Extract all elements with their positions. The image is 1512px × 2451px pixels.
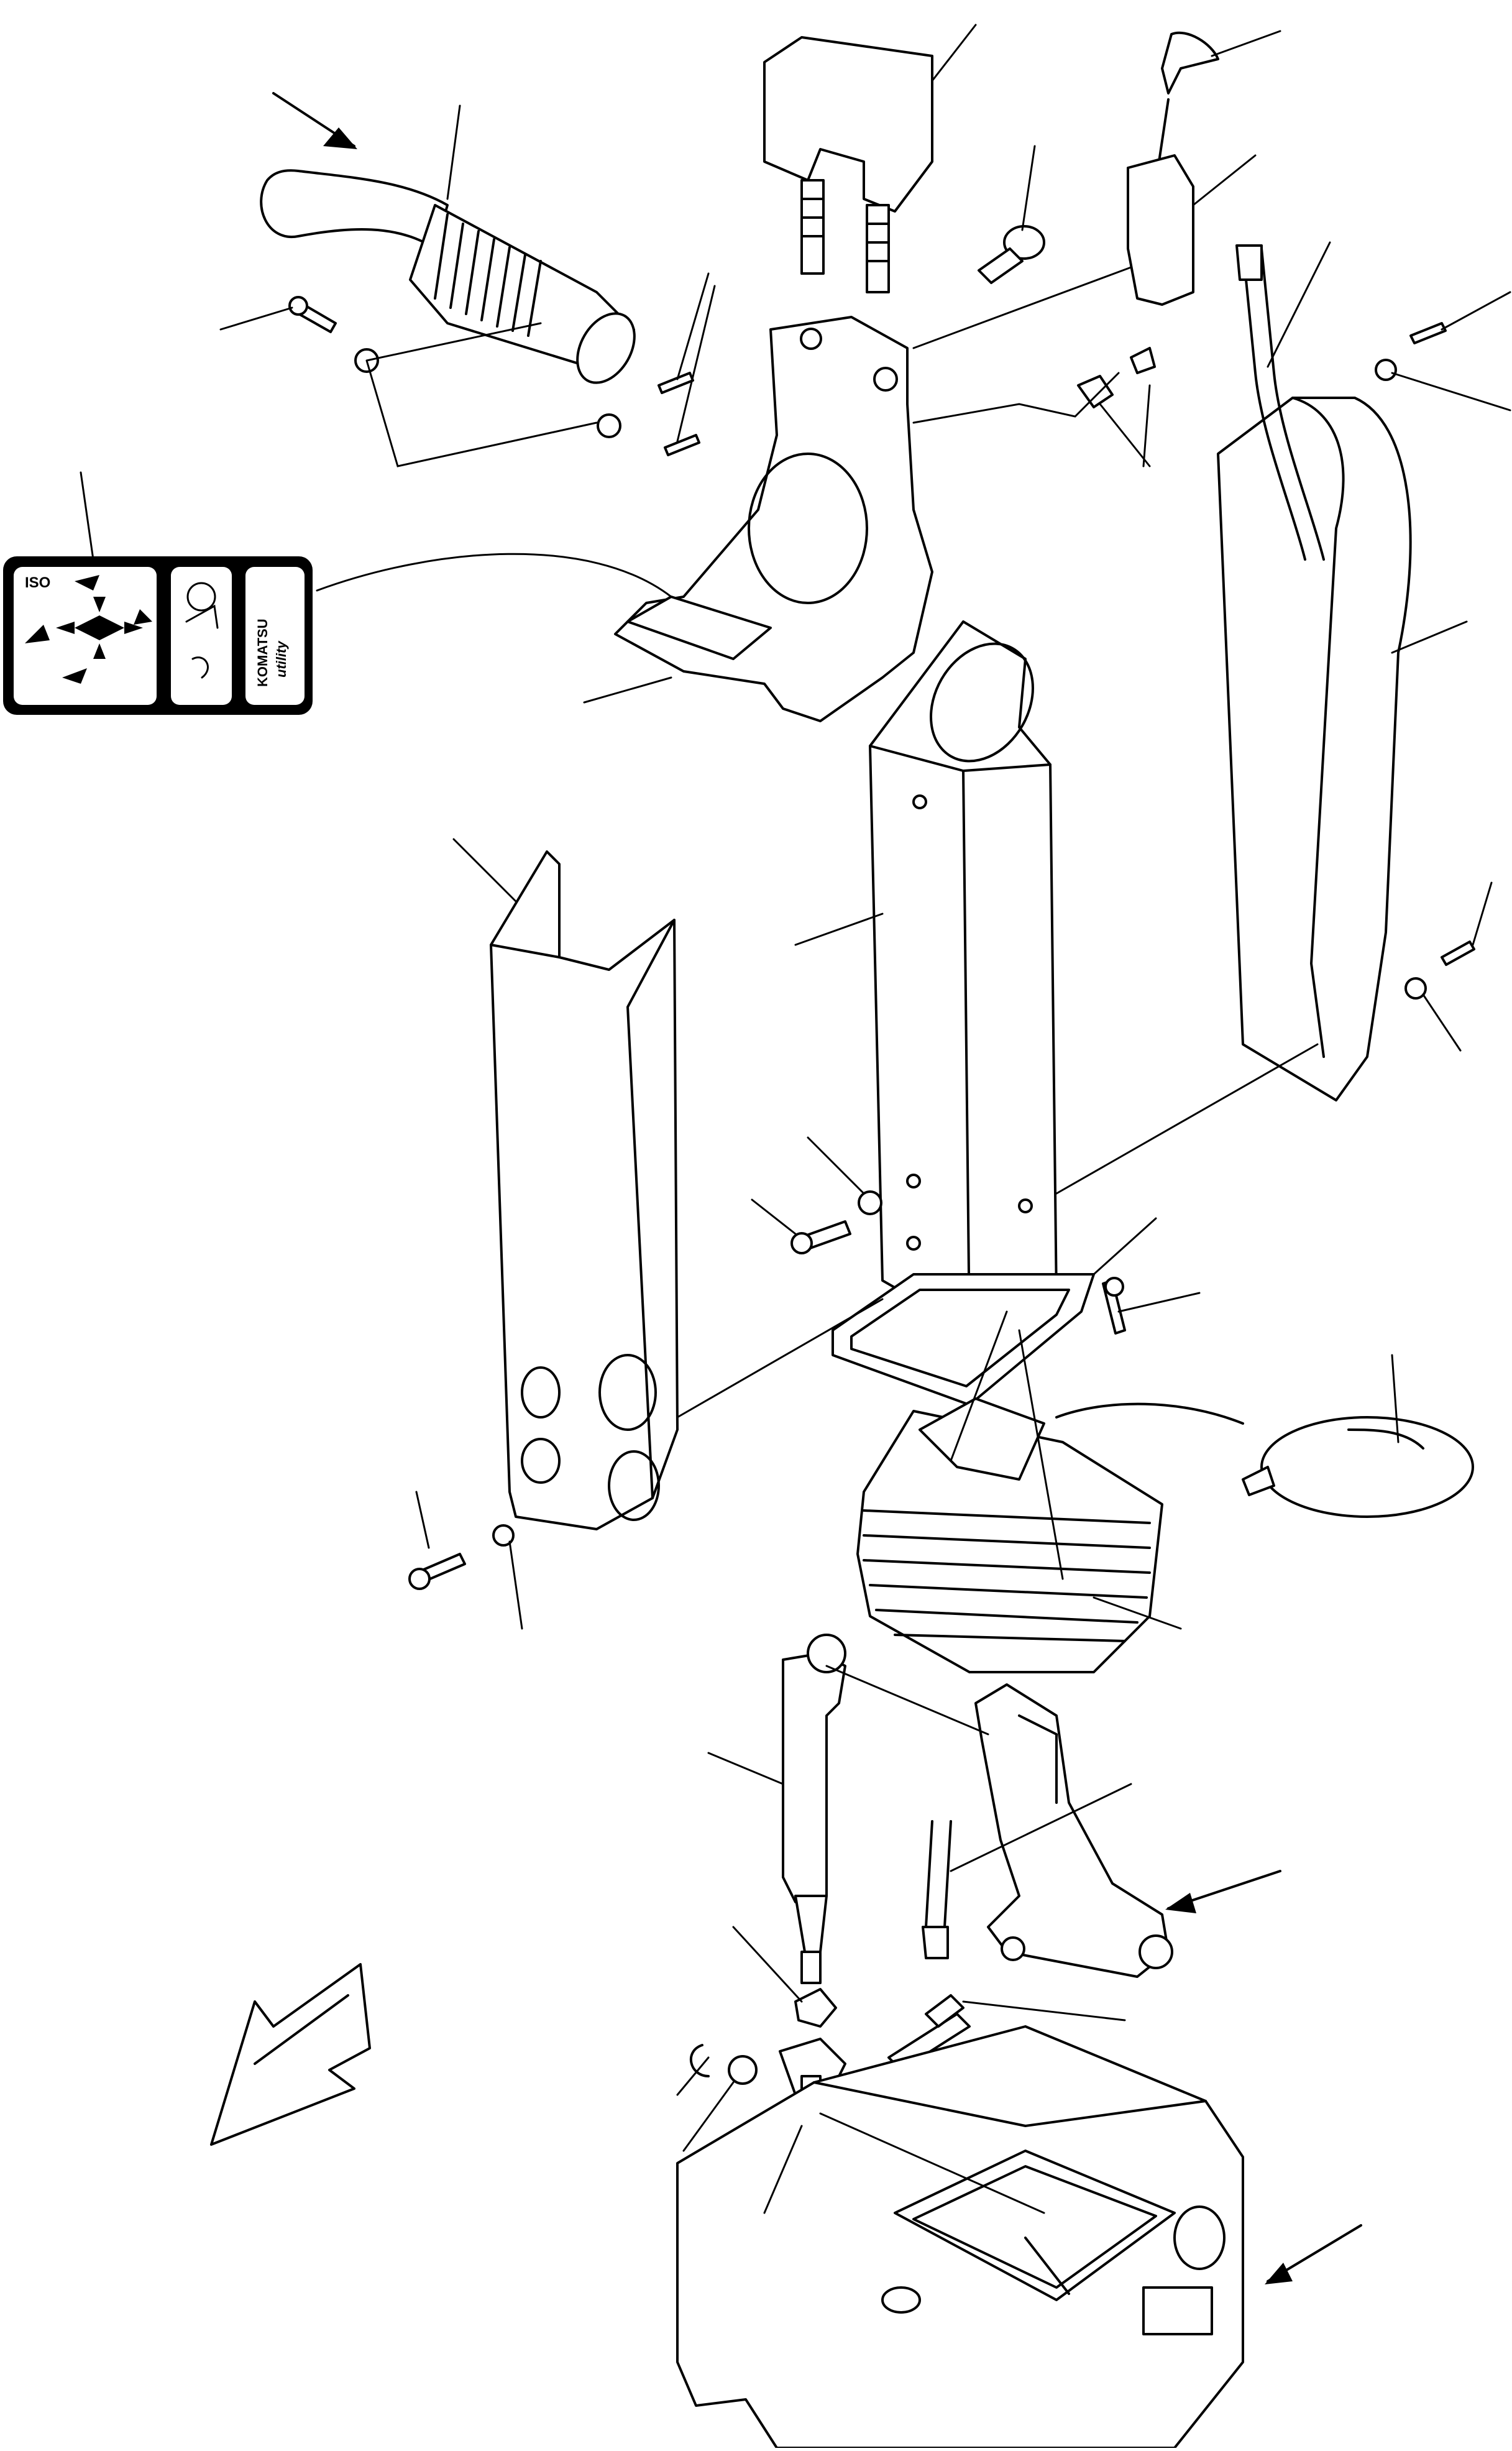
lever-arrow-icon <box>272 92 357 149</box>
console-bracket <box>614 316 933 722</box>
control-pattern-decal: ISO KOMATSU utility <box>3 556 313 715</box>
right-cover-panel <box>1217 397 1412 1101</box>
gas-spring <box>782 1634 846 1984</box>
front-direction-arrow-icon <box>210 1963 371 2146</box>
lever-pattern-icon <box>185 582 219 679</box>
pointer-arrow-icon-2 <box>1265 2224 1362 2284</box>
rubber-boot <box>856 1397 1163 1673</box>
column-pillar <box>869 620 1058 1331</box>
joystick-pattern-icon <box>25 575 152 684</box>
joystick-handle <box>260 169 636 384</box>
hose-top-right <box>1235 244 1325 561</box>
pointer-arrow-icon-1 <box>1165 1870 1281 1913</box>
bolt-washer-mid <box>790 1190 1126 1335</box>
nut-bolt-set-right <box>1077 347 1156 408</box>
hose-lower <box>922 1820 952 1959</box>
gasket-plate <box>832 1273 1095 1406</box>
left-cover-panel <box>490 850 679 1530</box>
cable-tie <box>1055 1402 1474 1518</box>
bolt-washer-lower-left <box>408 1524 515 1590</box>
adjust-knob <box>978 225 1045 284</box>
screw-set-right <box>1375 322 1475 1000</box>
bolt-washer-set-left <box>288 296 700 456</box>
cab-floor-base <box>676 2025 1244 2449</box>
lock-lever <box>1127 31 1219 306</box>
leader-lines <box>80 24 1511 2214</box>
decal-iso-label: ISO <box>25 574 50 591</box>
lever-cap <box>763 36 933 293</box>
decal-model-label: utility <box>273 640 289 678</box>
decal-brand-label: KOMATSU <box>255 618 270 687</box>
lower-bracket <box>974 1683 1173 1978</box>
